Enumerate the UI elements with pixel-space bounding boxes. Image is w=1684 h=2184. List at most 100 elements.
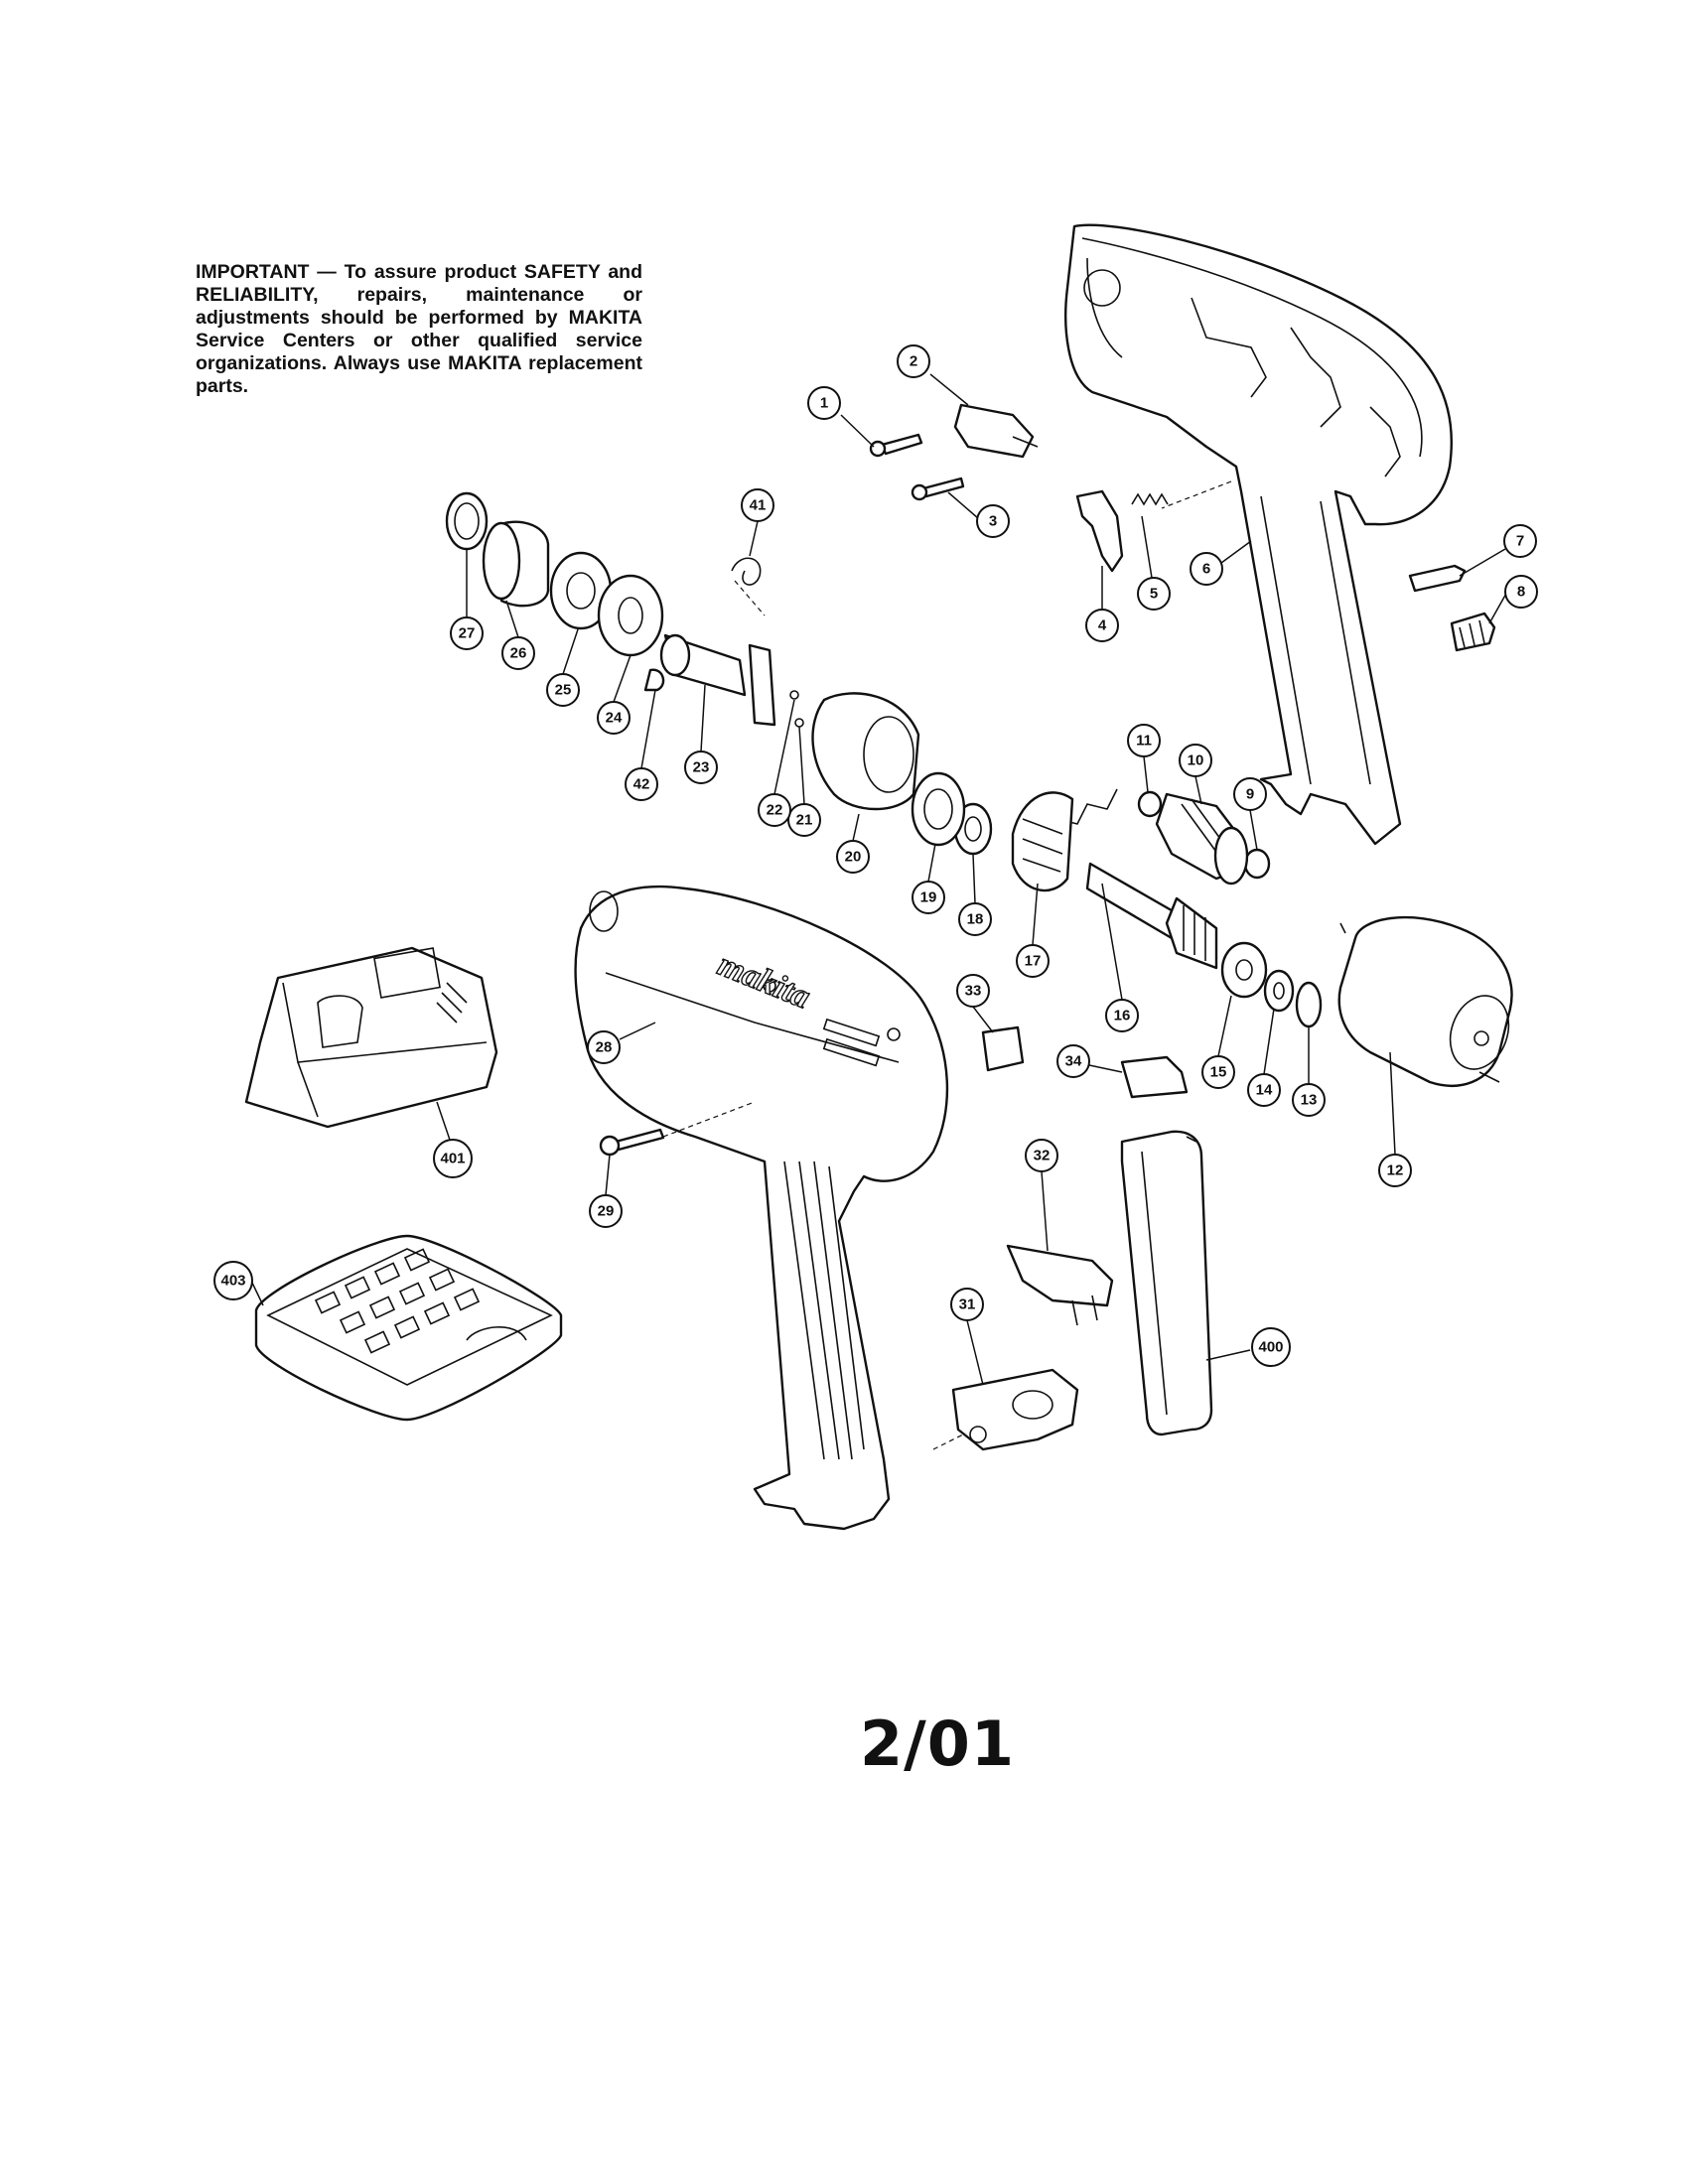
callout-9: 9 bbox=[1233, 777, 1267, 811]
callout-4: 4 bbox=[1085, 609, 1119, 642]
callout-42: 42 bbox=[625, 767, 658, 801]
svg-text:22: 22 bbox=[767, 802, 783, 819]
part-ball-21 bbox=[794, 718, 804, 728]
part-motor-12 bbox=[1337, 915, 1513, 1087]
callout-19: 19 bbox=[912, 881, 945, 914]
part-spindle-23 bbox=[659, 633, 776, 727]
callout-20: 20 bbox=[836, 840, 870, 874]
svg-text:12: 12 bbox=[1387, 1162, 1404, 1179]
callout-22: 22 bbox=[758, 793, 791, 827]
svg-text:28: 28 bbox=[596, 1039, 613, 1056]
assembly-line-bracket bbox=[932, 1433, 964, 1450]
callout-34: 34 bbox=[1056, 1044, 1090, 1078]
assembly-line-spindle bbox=[734, 580, 766, 616]
svg-text:4: 4 bbox=[1098, 617, 1107, 634]
svg-text:7: 7 bbox=[1516, 533, 1524, 550]
svg-text:26: 26 bbox=[510, 645, 527, 662]
part-ring-27 bbox=[445, 491, 489, 551]
svg-text:33: 33 bbox=[965, 983, 982, 1000]
svg-text:20: 20 bbox=[845, 849, 862, 866]
part-switch-2 bbox=[953, 403, 1039, 459]
svg-text:29: 29 bbox=[598, 1203, 615, 1220]
callout-10: 10 bbox=[1179, 744, 1212, 777]
svg-text:6: 6 bbox=[1202, 561, 1210, 578]
callout-6: 6 bbox=[1190, 552, 1223, 586]
part-knob-8 bbox=[1450, 612, 1496, 652]
svg-text:400: 400 bbox=[1258, 1339, 1283, 1356]
callout-27: 27 bbox=[450, 616, 484, 650]
svg-text:3: 3 bbox=[989, 513, 997, 530]
svg-text:42: 42 bbox=[633, 776, 650, 793]
part-screw-3 bbox=[911, 477, 965, 501]
callout-8: 8 bbox=[1504, 575, 1538, 609]
svg-text:34: 34 bbox=[1065, 1053, 1082, 1070]
svg-text:16: 16 bbox=[1114, 1008, 1131, 1024]
part-charger-401 bbox=[244, 946, 498, 1129]
part-spring-5 bbox=[1131, 492, 1169, 506]
callout-15: 15 bbox=[1201, 1055, 1235, 1089]
callout-16: 16 bbox=[1105, 999, 1139, 1032]
callout-32: 32 bbox=[1025, 1139, 1058, 1172]
part-housing-right bbox=[1064, 223, 1454, 846]
part-gear-10 bbox=[1155, 792, 1249, 886]
callout-31: 31 bbox=[950, 1288, 984, 1321]
part-clip-41 bbox=[731, 557, 762, 586]
part-housing-left: makita bbox=[574, 885, 949, 1531]
part-washer-large bbox=[597, 574, 664, 657]
callout-12: 12 bbox=[1378, 1154, 1412, 1187]
svg-text:23: 23 bbox=[693, 759, 710, 776]
callout-14: 14 bbox=[1247, 1073, 1281, 1107]
svg-text:31: 31 bbox=[959, 1297, 976, 1313]
callout-24: 24 bbox=[597, 701, 631, 735]
part-bearing-19 bbox=[911, 771, 966, 847]
svg-text:17: 17 bbox=[1025, 953, 1042, 970]
part-sleeve-26 bbox=[482, 520, 550, 608]
svg-text:27: 27 bbox=[459, 625, 476, 642]
svg-text:2: 2 bbox=[910, 353, 917, 370]
svg-text:13: 13 bbox=[1301, 1092, 1318, 1109]
assembly-line-switch bbox=[1161, 480, 1232, 509]
part-bearing-15 bbox=[1220, 941, 1268, 999]
callout-21: 21 bbox=[787, 803, 821, 837]
callout-33: 33 bbox=[956, 974, 990, 1008]
callout-26: 26 bbox=[501, 636, 535, 670]
svg-text:9: 9 bbox=[1246, 786, 1254, 803]
callout-3: 3 bbox=[976, 504, 1010, 538]
part-terminal-34 bbox=[1120, 1055, 1189, 1099]
callout-18: 18 bbox=[958, 902, 992, 936]
callout-7: 7 bbox=[1503, 524, 1537, 558]
svg-text:15: 15 bbox=[1210, 1064, 1227, 1081]
callout-13: 13 bbox=[1292, 1083, 1326, 1117]
part-screw-1 bbox=[869, 433, 923, 458]
svg-text:32: 32 bbox=[1034, 1148, 1051, 1164]
part-ball-22 bbox=[789, 690, 799, 700]
svg-text:25: 25 bbox=[555, 682, 572, 699]
callout-5: 5 bbox=[1137, 577, 1171, 611]
callout-41: 41 bbox=[741, 488, 774, 522]
svg-text:10: 10 bbox=[1188, 752, 1204, 769]
part-spring-17 bbox=[1011, 788, 1118, 892]
part-switch-32 bbox=[1006, 1244, 1114, 1326]
callout-11: 11 bbox=[1127, 724, 1161, 757]
part-washer-14 bbox=[1263, 969, 1295, 1013]
svg-text:14: 14 bbox=[1256, 1082, 1273, 1099]
svg-text:41: 41 bbox=[750, 497, 767, 514]
part-pin-24 bbox=[643, 668, 665, 692]
part-o-ring-13 bbox=[1295, 981, 1323, 1028]
part-bracket-31 bbox=[951, 1368, 1079, 1451]
callout-1: 1 bbox=[807, 386, 841, 420]
part-shaft-16 bbox=[1085, 862, 1218, 970]
callout-17: 17 bbox=[1016, 944, 1050, 978]
part-battery-400 bbox=[1120, 1130, 1213, 1436]
callouts: 1 2 3 4 5 6 7 8 9 10 11 12 13 14 15 16 1… bbox=[213, 344, 1538, 1367]
svg-text:11: 11 bbox=[1136, 733, 1152, 750]
safety-notice: IMPORTANT — To assure product SAFETY and… bbox=[196, 261, 642, 397]
callout-400: 400 bbox=[1251, 1327, 1291, 1367]
assembly-line-screw bbox=[662, 1101, 756, 1138]
callout-401: 401 bbox=[433, 1139, 473, 1178]
part-lever-4 bbox=[1075, 489, 1124, 573]
svg-text:24: 24 bbox=[606, 710, 623, 727]
part-ring-gear-20 bbox=[811, 692, 920, 811]
part-case-403 bbox=[254, 1234, 563, 1422]
